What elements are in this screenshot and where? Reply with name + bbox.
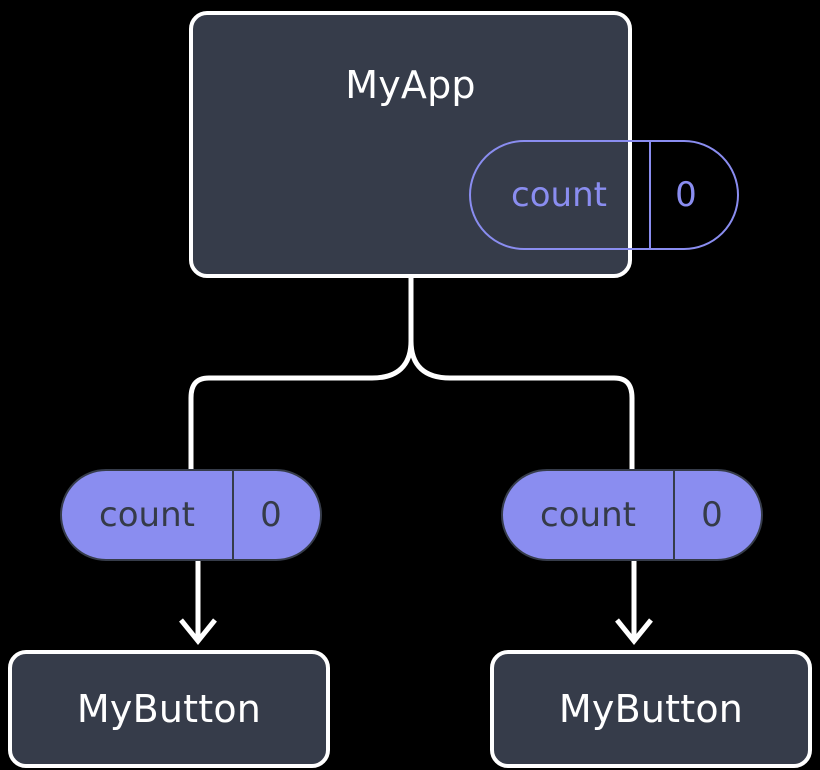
state-value: 0: [675, 175, 697, 215]
component-label-myapp: MyApp: [345, 63, 476, 107]
prop-pill-right[interactable]: count 0: [501, 469, 763, 561]
component-card-myapp[interactable]: MyApp count 0: [189, 11, 739, 278]
prop-value: 0: [260, 495, 282, 535]
component-card-mybutton-left[interactable]: MyButton: [8, 650, 330, 768]
state-pill-root[interactable]: count 0: [469, 140, 739, 250]
state-key: count: [471, 142, 651, 248]
prop-pill-left[interactable]: count 0: [60, 469, 322, 561]
prop-value: 0: [701, 495, 723, 535]
component-label-mybutton: MyButton: [76, 687, 262, 731]
arrow-head-left: [179, 618, 217, 645]
prop-key: count: [62, 471, 234, 559]
prop-key: count: [503, 471, 675, 559]
component-card-mybutton-right[interactable]: MyButton: [490, 650, 812, 768]
arrow-head-right: [615, 618, 653, 645]
component-label-mybutton: MyButton: [558, 687, 744, 731]
